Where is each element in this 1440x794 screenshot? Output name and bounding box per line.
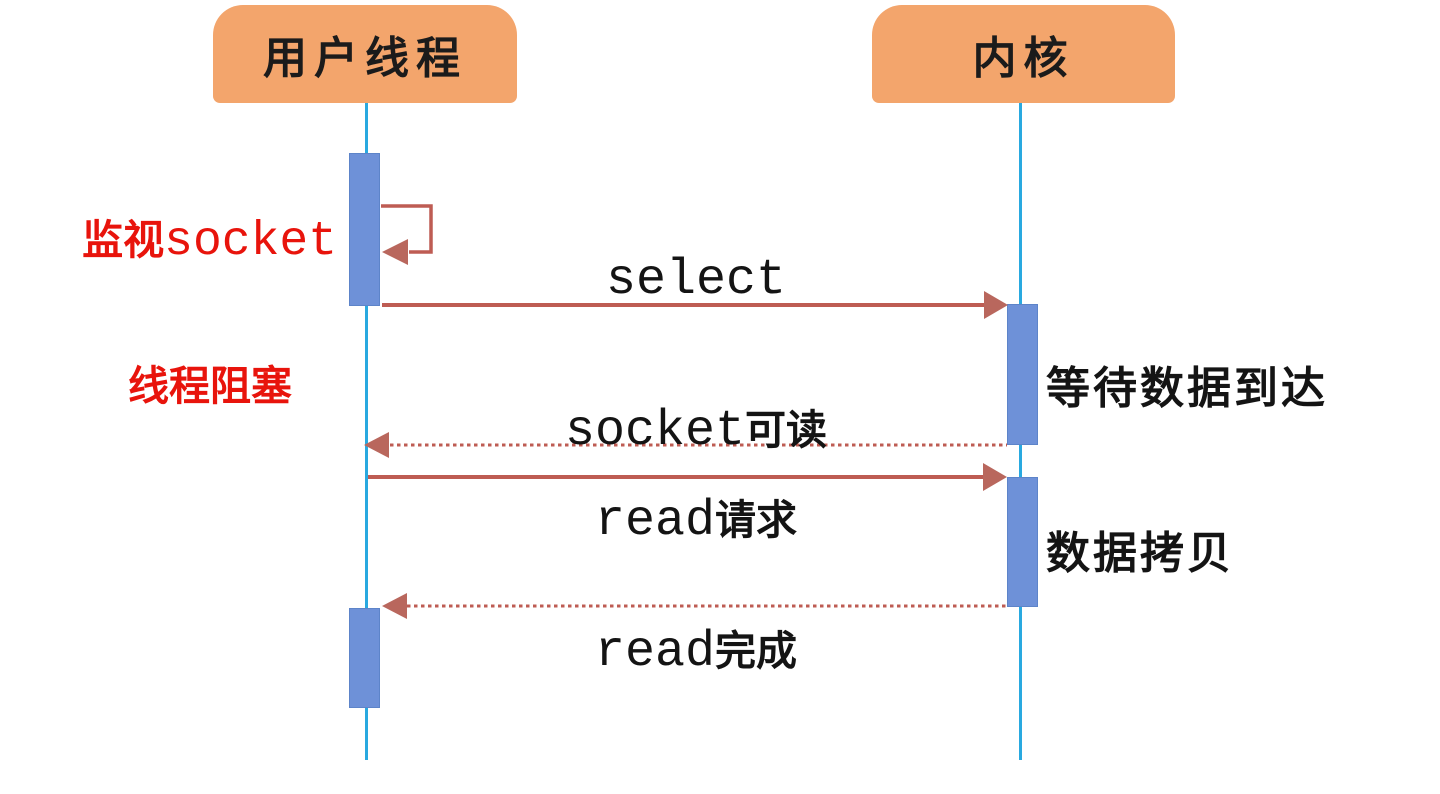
- annotation-wait-data-arrival: 等待数据到达: [1046, 352, 1328, 416]
- activation-kernel-data-copy: [1007, 477, 1038, 607]
- lifeline-user-thread: [365, 103, 368, 760]
- participant-kernel-label: 内核: [972, 34, 1075, 83]
- select-latin-text: select: [605, 252, 787, 309]
- data-copy-text: 数据拷贝: [1046, 529, 1234, 578]
- read-request-latin-text: read: [594, 493, 716, 550]
- read-request-cjk-text: 请求: [715, 497, 798, 543]
- read-done-arrowhead-icon: [382, 593, 407, 619]
- read-done-latin-text: read: [594, 624, 716, 681]
- wait-data-arrival-text: 等待数据到达: [1046, 364, 1328, 413]
- monitor-socket-latin-text: socket: [164, 215, 337, 269]
- annotation-data-copy: 数据拷贝: [1046, 517, 1234, 581]
- activation-user-read-done: [349, 608, 380, 708]
- message-label-select: select: [446, 252, 946, 309]
- self-loop-monitor-socket-line: [381, 204, 433, 254]
- message-label-socket-readable: socket可读: [446, 396, 946, 460]
- participant-kernel: 内核: [872, 5, 1175, 103]
- socket-readable-latin-text: socket: [564, 403, 746, 460]
- message-label-read-request: read请求: [446, 486, 946, 550]
- socket-readable-cjk-text: 可读: [745, 407, 828, 453]
- annotation-thread-blocked: 线程阻塞: [120, 352, 300, 412]
- message-label-read-done: read完成: [446, 617, 946, 681]
- read-done-cjk-text: 完成: [715, 628, 798, 674]
- activation-user-select: [349, 153, 380, 306]
- self-loop-arrowhead-icon: [382, 239, 408, 265]
- read-request-arrowhead-icon: [983, 463, 1007, 491]
- activation-kernel-wait-data: [1007, 304, 1038, 445]
- participant-user-thread-label: 用户线程: [263, 34, 467, 83]
- select-arrowhead-icon: [984, 291, 1008, 319]
- participant-user-thread: 用户线程: [213, 5, 517, 103]
- thread-blocked-text: 线程阻塞: [128, 363, 292, 409]
- annotation-monitor-socket: 监视socket: [40, 206, 337, 269]
- monitor-socket-cjk-text: 监视: [82, 217, 165, 263]
